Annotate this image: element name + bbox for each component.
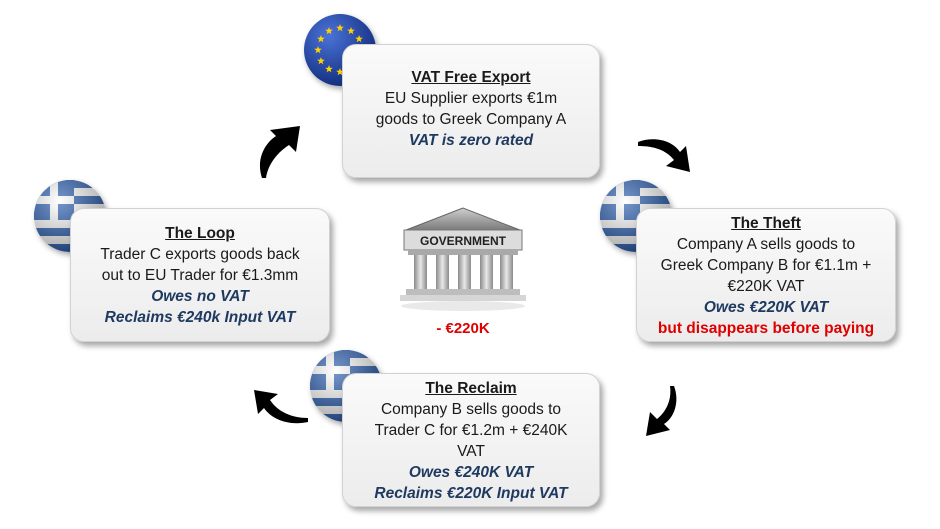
- card-text: €220K VAT: [727, 278, 805, 295]
- curved-arrow-icon: [638, 139, 690, 172]
- card-text: goods to Greek Company A: [375, 111, 567, 128]
- curved-arrow-icon: [646, 386, 677, 436]
- government-loss-amount: - €220K: [436, 320, 490, 337]
- reclaim-card: The Reclaim Company B sells goods to Tra…: [342, 373, 600, 507]
- card-text: Trader C for €1.2m + €240K: [374, 422, 568, 439]
- curved-arrow-icon: [259, 126, 300, 178]
- disappears-warning: but disappears before paying: [657, 320, 875, 337]
- loop-card: The Loop Trader C exports goods back out…: [70, 208, 330, 342]
- government-label: GOVERNMENT: [420, 234, 507, 248]
- card-title: The Reclaim: [425, 380, 517, 397]
- vat-status: VAT is zero rated: [408, 132, 534, 149]
- card-title: The Loop: [165, 225, 235, 242]
- card-text: EU Supplier exports €1m: [384, 90, 558, 107]
- card-title: VAT Free Export: [411, 69, 531, 86]
- vat-owed: Owes €240K VAT: [408, 464, 534, 481]
- card-text: out to EU Trader for €1.3mm: [101, 267, 299, 284]
- card-text: Company B sells goods to: [380, 401, 562, 418]
- card-text: Trader C exports goods back: [100, 246, 300, 263]
- card-title: The Theft: [731, 215, 801, 232]
- card-text: Greek Company B for €1.1m +: [660, 257, 872, 274]
- card-text: VAT: [457, 443, 485, 460]
- curved-arrow-icon: [254, 390, 308, 424]
- vat-reclaimed: Reclaims €220K Input VAT: [374, 485, 568, 502]
- theft-card: The Theft Company A sells goods to Greek…: [636, 208, 896, 342]
- card-text: Company A sells goods to: [676, 236, 856, 253]
- vat-free-export-card: VAT Free Export EU Supplier exports €1m …: [342, 44, 600, 178]
- vat-owed: Owes €220K VAT: [703, 299, 829, 316]
- vat-reclaimed: Reclaims €240k Input VAT: [104, 309, 296, 326]
- government-building-icon: GOVERNMENT: [400, 207, 526, 311]
- vat-owed: Owes no VAT: [151, 288, 249, 305]
